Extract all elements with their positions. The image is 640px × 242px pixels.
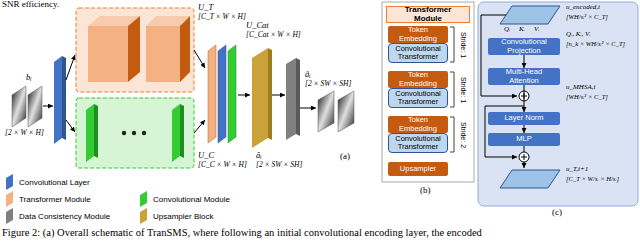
variable-name: u_T,i+1 [566,166,588,174]
dimension-label: [2 × SW × SH] [305,80,351,88]
dimension-label: [C_Cat × W × H] [246,31,301,39]
token-embedding-box: Token Embedding [388,26,448,43]
transformer-module-region [76,8,194,92]
upsampler-box: Upsampler [388,162,448,176]
text-fragment: SNR efficiency. [2,0,59,10]
dimension-label: [C_C × W × H] [198,161,247,169]
node-text: Layer Norm [504,114,543,122]
stride-label: Stride: 2 [459,121,467,147]
node-text: Convolutional Transformer [392,45,444,62]
node-text: Token Embedding [391,116,445,133]
module-header: Transformer Module [386,6,470,23]
legend-swatch [6,208,13,224]
node-text: Convolutional Projection [491,38,557,55]
panel-label: (b) [420,186,431,196]
variable-name: ãᵢ [305,70,311,79]
legend-entry: Convolutional Layer [6,176,90,188]
projection-box: Convolutional Projection [488,38,560,55]
legend-text: Data Consistency Module [19,212,110,221]
token-embedding-box: Token Embedding [388,116,448,133]
variable-name: u_encoded,i [566,4,600,12]
node-text: Token Embedding [391,26,445,43]
node-text: Upsampler [400,165,436,173]
flow-arrow [524,85,525,112]
variable-name: U_Cat [246,21,269,30]
norm-box: Layer Norm [488,112,560,125]
conv-transformer-box: Convolutional Transformer [388,88,448,108]
legend-swatch [6,174,13,190]
dimension-label: [C_T × W × H] [198,13,246,21]
stride-label: Stride: 1 [459,31,467,57]
legend-text: Convolutional Module [153,195,230,204]
panel-label: (c) [552,208,562,218]
variable-name: U_C [198,151,214,160]
legend-swatch [140,208,147,224]
dimension-label: [n_k × WH/sᵢ² × C_T] [566,40,625,47]
legend-text: Upsampler Block [153,212,213,221]
input-image [12,86,42,127]
attention-box: Multi-Head Attention [488,68,560,85]
legend-swatch [140,191,147,207]
dimension-label: [WH/sᵢ² × C_T] [566,93,608,100]
convolutional-module-region [76,98,194,168]
variable-name: bᵢ [26,73,32,82]
node-text: Convolutional Transformer [392,135,444,152]
variable-name: Kᵢ [519,26,525,34]
legend-entry: Convolutional Module [140,193,230,205]
dimension-label: [2 × SW × SH] [256,161,302,169]
variable-name: Qᵢ, Kᵢ, Vᵢ [566,31,590,39]
variable-name: âᵢ [256,151,262,160]
token-embedding-box: Token Embedding [388,71,448,88]
dimension-label: [2 × W × H] [5,129,44,137]
legend-swatch [6,191,13,207]
legend-entry: Data Consistency Module [6,210,110,222]
variable-name: Qᵢ [504,26,510,34]
legend-text: Transformer Module [19,195,91,204]
legend-entry: Transformer Module [6,193,91,205]
panel-c-frame [478,2,638,206]
data-consistency-module [286,58,300,140]
conv-transformer-box: Convolutional Transformer [388,133,448,153]
dimension-label: [WH/sᵢ² × C_T] [566,13,608,20]
node-text: MLP [516,135,531,143]
flow-arrow [524,55,525,68]
panel-b-frame [382,2,474,182]
variable-name: Vᵢ [534,26,539,34]
upsampler-block [252,48,272,148]
node-text: Convolutional Transformer [392,90,444,107]
stride-label: Stride: 1 [459,76,467,102]
concatenated-features [208,45,236,143]
flow-arrow [524,125,525,133]
legend-entry: Upsampler Block [140,210,213,222]
output-image [318,91,354,132]
figure-caption: Figure 2: (a) Overall schematic of TranS… [2,227,482,238]
node-text: Token Embedding [391,71,445,88]
node-text: Multi-Head Attention [491,68,557,85]
conv-layer [54,56,66,144]
variable-name: u_MHSA,i [566,84,595,92]
variable-name: U_T [198,3,213,12]
legend-text: Convolutional Layer [19,178,90,187]
node-text: Transformer Module [390,6,466,24]
conv-transformer-box: Convolutional Transformer [388,43,448,63]
panel-label: (a) [340,152,350,162]
dimension-label: [C_T × W/sᵢ × H/sᵢ] [566,175,619,182]
mlp-box: MLP [488,133,560,146]
